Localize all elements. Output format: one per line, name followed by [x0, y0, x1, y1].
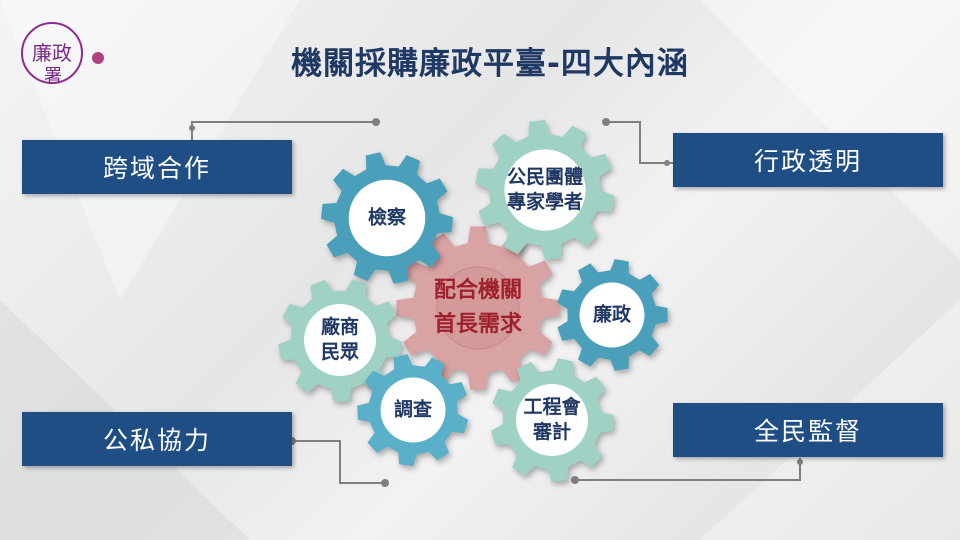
- box-public-oversight: 全民監督: [673, 403, 943, 457]
- gear-label: 調查: [393, 398, 433, 421]
- connector-bottom-left: [292, 440, 385, 484]
- connector-bottom-right: [575, 458, 801, 481]
- gear-hub-2: [579, 282, 645, 348]
- connector-top-left: [191, 121, 376, 140]
- gear-label: 公民團體 專家學者: [506, 166, 584, 213]
- box-cross-domain: 跨域合作: [22, 140, 292, 194]
- svg-text:署: 署: [44, 66, 62, 87]
- svg-text:廉政: 廉政: [32, 41, 72, 65]
- gear-hub-3: [304, 304, 376, 376]
- box-admin-transparency: 行政透明: [673, 133, 943, 187]
- connector-top-right: [606, 121, 673, 164]
- gear-label: 工程會 審計: [523, 396, 581, 443]
- box-public-private: 公私協力: [22, 412, 292, 466]
- gear-label: 檢察: [367, 206, 407, 229]
- gear-hub-4: [380, 377, 446, 443]
- gear-hub-1: [504, 149, 586, 231]
- gear-hub-0: [348, 179, 426, 257]
- page-title: 機關採購廉政平臺-四大內涵: [291, 46, 689, 82]
- agency-logo: 廉政 署: [10, 8, 105, 88]
- gear-label: 廉政: [592, 303, 632, 326]
- gear-hub-6: [436, 266, 520, 350]
- gear-label: 廠商 民眾: [320, 316, 360, 363]
- gear-hub-5: [516, 384, 588, 456]
- gear-label: 配合機關 首長需求: [433, 278, 523, 337]
